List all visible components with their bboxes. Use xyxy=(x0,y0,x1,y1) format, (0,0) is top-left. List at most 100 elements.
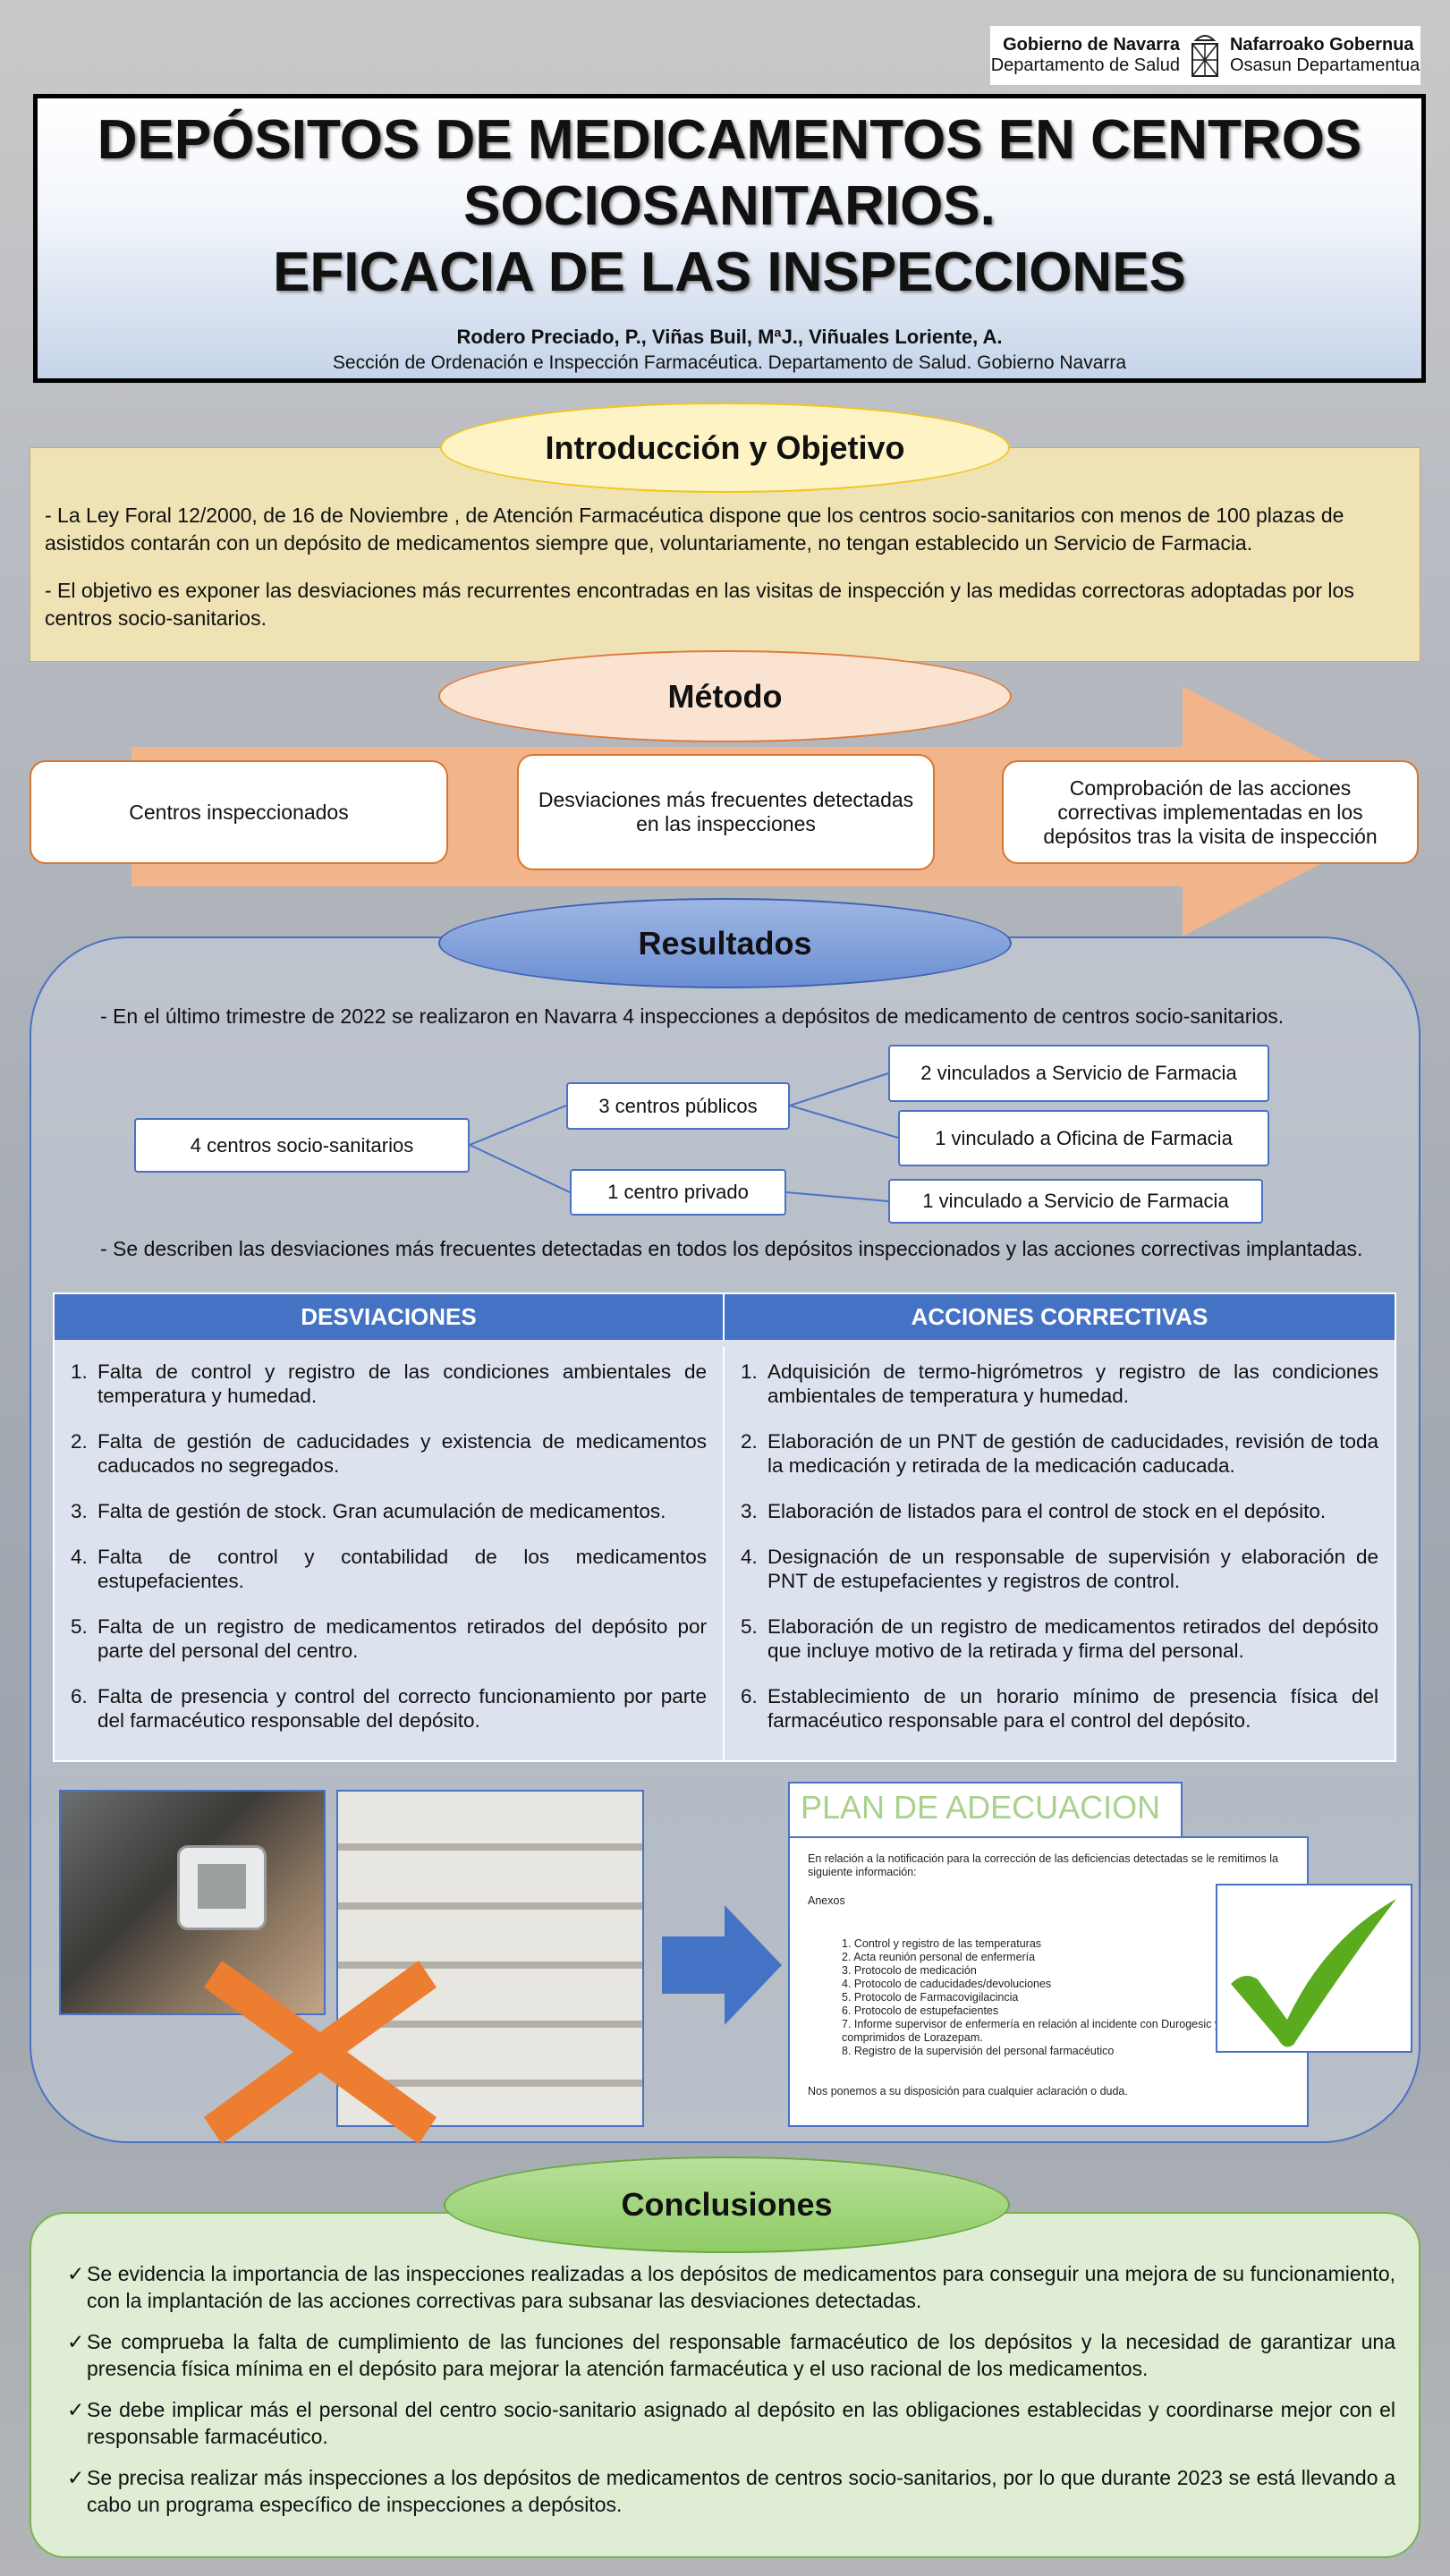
conclusions-heading: Conclusiones xyxy=(444,2157,1010,2253)
checkmark-icon xyxy=(1231,1899,1396,2047)
conclusion-item: ✓Se precisa realizar más inspecciones a … xyxy=(67,2464,1395,2518)
conclusion-text: Se evidencia la importancia de las inspe… xyxy=(87,2262,1395,2312)
table-header: ACCIONES CORRECTIVAS xyxy=(725,1294,1395,1340)
item-number: 1. xyxy=(741,1360,758,1383)
item-number: 6. xyxy=(71,1684,88,1707)
check-icon: ✓ xyxy=(67,2466,85,2489)
plan-title: PLAN DE ADECUACION xyxy=(788,1782,1183,1837)
results-text: - En el último trimestre de 2022 se real… xyxy=(100,1004,1285,1028)
tree-leaf: 2 vinculados a Servicio de Farmacia xyxy=(888,1045,1269,1102)
list-item: 6. Establecimiento de un horario mínimo d… xyxy=(733,1684,1378,1733)
plan-item: 4. Protocolo de caducidades/devoluciones xyxy=(842,1978,1052,1990)
right-arrow-icon xyxy=(662,1905,782,2025)
authors: Rodero Preciado, P., Viñas Buil, MªJ., V… xyxy=(456,326,1003,348)
plan-item: 7. Informe supervisor de enfermería en r… xyxy=(842,2018,1221,2044)
cross-icon xyxy=(204,1961,437,2144)
tree-root: 4 centros socio-sanitarios xyxy=(134,1118,470,1173)
item-text: Elaboración de listados para el control … xyxy=(767,1499,1327,1522)
item-text: Falta de gestión de stock. Gran acumulac… xyxy=(98,1499,666,1522)
item-number: 4. xyxy=(71,1545,88,1568)
conclusion-text: Se comprueba la falta de cumplimiento de… xyxy=(87,2330,1395,2380)
item-text: Falta de control y contabilidad de los m… xyxy=(98,1545,707,1592)
item-number: 6. xyxy=(741,1684,758,1707)
item-text: Adquisición de termo-higrómetros y regis… xyxy=(767,1360,1378,1407)
tree-connectors xyxy=(469,1072,899,1202)
thermo-hygrometer-image xyxy=(177,1845,267,1930)
logo-text: Osasun Departamentua xyxy=(1229,55,1420,75)
navarra-coat-of-arms-icon xyxy=(1191,35,1218,77)
method-heading: Método xyxy=(438,650,1012,742)
conclusion-text: Se debe implicar más el personal del cen… xyxy=(87,2398,1395,2448)
logo-text: Gobierno de Navarra xyxy=(1003,35,1180,55)
conclusion-item: ✓Se debe implicar más el personal del ce… xyxy=(67,2396,1395,2450)
logo-text: Departamento de Salud xyxy=(990,55,1180,75)
title-line: EFICACIA DE LAS INSPECCIONES xyxy=(273,242,1186,303)
method-step: Desviaciones más frecuentes detectadas e… xyxy=(517,754,935,870)
results-heading: Resultados xyxy=(438,898,1012,988)
list-item: 4. Falta de control y contabilidad de los… xyxy=(64,1545,707,1593)
check-icon: ✓ xyxy=(67,2262,85,2285)
list-item: 2.Elaboración de un PNT de gestión de ca… xyxy=(733,1429,1378,1478)
affiliation: Sección de Ordenación e Inspección Farma… xyxy=(332,352,1127,373)
item-number: 3. xyxy=(71,1499,88,1522)
results-text: - Se describen las desviaciones más frec… xyxy=(100,1237,1363,1260)
list-item: 5. Falta de un registro de medicamentos r… xyxy=(64,1614,707,1663)
tree-node-public: 3 centros públicos xyxy=(566,1082,790,1130)
tree-leaf: 1 vinculado a Servicio de Farmacia xyxy=(888,1179,1263,1224)
plan-item: 2. Acta reunión personal de enfermería xyxy=(842,1951,1036,1963)
item-text: Falta de un registro de medicamentos ret… xyxy=(98,1614,707,1662)
plan-items: 1. Control y registro de las temperatura… xyxy=(808,1937,1273,2058)
list-item: 3. Elaboración de listados para el contro… xyxy=(733,1499,1378,1523)
plan-item: 1. Control y registro de las temperatura… xyxy=(842,1937,1042,1950)
check-icon: ✓ xyxy=(67,2398,85,2421)
plan-intro: En relación a la notificación para la co… xyxy=(808,1852,1278,1878)
item-text: Establecimiento de un horario mínimo de … xyxy=(767,1684,1378,1732)
item-text: Elaboración de un PNT de gestión de cadu… xyxy=(767,1429,1378,1477)
item-number: 2. xyxy=(71,1429,88,1453)
item-number: 1. xyxy=(71,1360,88,1383)
conclusions-section: ✓Se evidencia la importancia de las insp… xyxy=(30,2212,1420,2558)
title-banner: DEPÓSITOS DE MEDICAMENTOS EN CENTROS SOC… xyxy=(33,94,1426,383)
conclusion-text: Se precisa realizar más inspecciones a l… xyxy=(87,2466,1395,2516)
conclusion-item: ✓Se comprueba la falta de cumplimiento d… xyxy=(67,2328,1395,2382)
item-text: Designación de un responsable de supervi… xyxy=(767,1545,1378,1592)
logo-text: Nafarroako Gobernua xyxy=(1229,35,1414,55)
item-text: Falta de presencia y control del correct… xyxy=(98,1684,707,1732)
item-number: 4. xyxy=(741,1545,758,1568)
intro-paragraph: - La Ley Foral 12/2000, de 16 de Noviemb… xyxy=(45,504,1344,555)
item-text: Falta de gestión de caducidades y existe… xyxy=(98,1429,707,1477)
plan-item: 8. Registro de la supervisión del person… xyxy=(842,2045,1115,2057)
title-line: DEPÓSITOS DE MEDICAMENTOS EN CENTROS xyxy=(97,109,1362,171)
intro-paragraph: - El objetivo es exponer las desviacione… xyxy=(45,579,1354,630)
check-icon: ✓ xyxy=(67,2330,85,2353)
plan-item: 5. Protocolo de Farmacovigilacincia xyxy=(842,1991,1019,2004)
conclusion-item: ✓Se evidencia la importancia de las insp… xyxy=(67,2260,1395,2314)
deviations-table: DESVIACIONES ACCIONES CORRECTIVAS 1. Falt… xyxy=(53,1292,1396,1762)
table-header: DESVIACIONES xyxy=(55,1294,725,1340)
plan-item: 6. Protocolo de estupefacientes xyxy=(842,2004,999,2017)
list-item: 3. Falta de gestión de stock. Gran acumul… xyxy=(64,1499,707,1523)
actions-column: 1. Adquisición de termo-higrómetros y reg… xyxy=(725,1347,1395,1761)
plan-item: 3. Protocolo de medicación xyxy=(842,1964,977,1977)
item-text: Elaboración de un registro de medicament… xyxy=(767,1614,1378,1662)
poster-title: DEPÓSITOS DE MEDICAMENTOS EN CENTROS SOC… xyxy=(38,107,1421,306)
list-item: 1. Falta de control y registro de las con… xyxy=(64,1360,707,1408)
plan-anexos: Anexos xyxy=(808,1894,845,1907)
list-item: 2. Falta de gestión de caducidades y exis… xyxy=(64,1429,707,1478)
method-step: Centros inspeccionados xyxy=(30,760,448,864)
tree-leaf: 1 vinculado a Oficina de Farmacia xyxy=(898,1110,1269,1166)
deviations-column: 1. Falta de control y registro de las con… xyxy=(55,1346,725,1760)
item-number: 3. xyxy=(741,1499,758,1522)
list-item: 1. Adquisición de termo-higrómetros y reg… xyxy=(733,1360,1378,1408)
list-item: 5.Elaboración de un registro de medicame… xyxy=(733,1614,1378,1663)
list-item: 4. Designación de un responsable de super… xyxy=(733,1545,1378,1593)
tree-node-private: 1 centro privado xyxy=(570,1169,786,1216)
pharmacy-shelves-photo xyxy=(336,1790,644,2127)
item-text: Falta de control y registro de las condi… xyxy=(98,1360,707,1407)
item-number: 5. xyxy=(71,1614,88,1638)
method-step: Comprobación de las acciones correctivas… xyxy=(1002,760,1419,864)
checkmark-box xyxy=(1216,1884,1412,2053)
plan-closing: Nos ponemos a su disposición para cualqu… xyxy=(808,2085,1128,2097)
intro-heading: Introducción y Objetivo xyxy=(440,402,1010,493)
title-line: SOCIOSANITARIOS. xyxy=(463,175,996,237)
